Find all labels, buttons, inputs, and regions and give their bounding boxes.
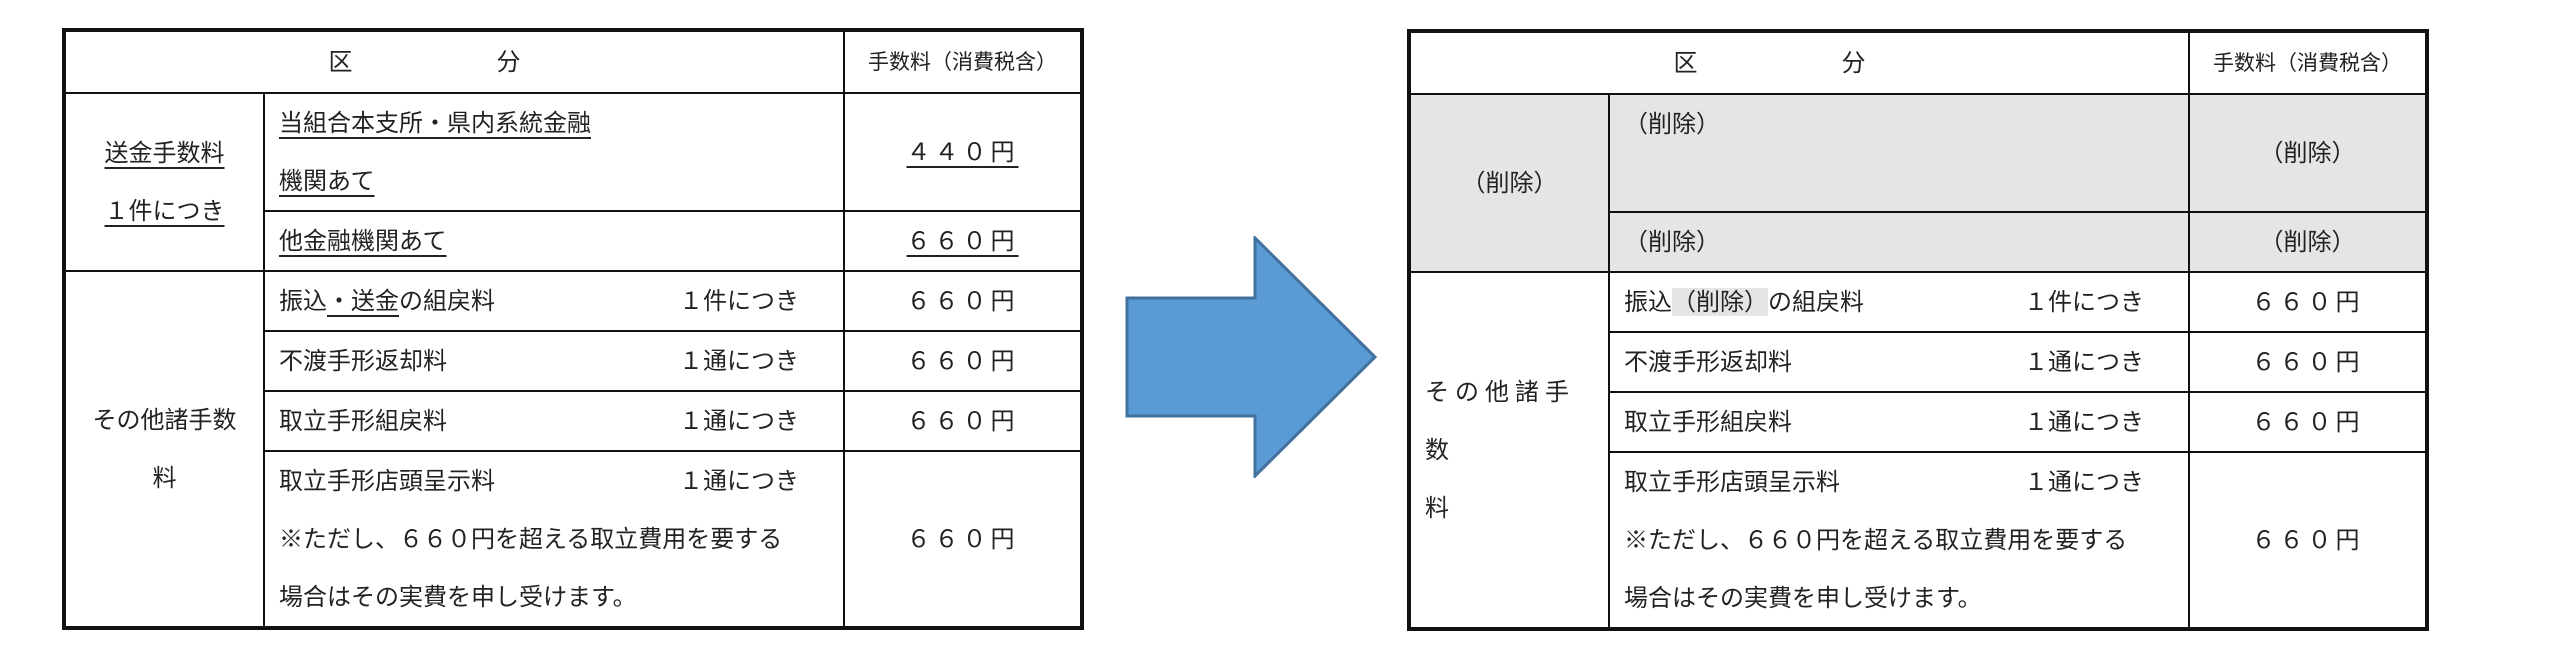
other-row-2: 不渡手形返却料 １通につき ６６０円 bbox=[1409, 331, 2428, 393]
item3-label: 取立手形組戻料 bbox=[1624, 408, 1792, 436]
remit-item1-fee-cell: ４４０円 bbox=[843, 92, 1083, 212]
other-row-1: その他諸手数 料 振込（削除）の組戻料 １件につき ６６０円 bbox=[1408, 271, 2428, 630]
item3-label: 取立手形組戻料 bbox=[279, 407, 447, 435]
item1-highlight: （削除） bbox=[1672, 288, 1768, 316]
deleted-category: （削除） bbox=[1408, 93, 1610, 273]
fee-table-after: 区 分 手数料（消費税含） （削除） （削除） （削除） （削除） （削除） そ… bbox=[1407, 29, 2429, 631]
arrow-shape bbox=[1125, 236, 1377, 478]
item1-highlight: ・送金 bbox=[327, 287, 399, 315]
remit-item1-line1: 当組合本支所・県内系統金融 bbox=[279, 109, 591, 137]
item4-note-line2: 場合はその実費を申し受けます。 bbox=[279, 583, 637, 611]
item3-fee: ６６０円 bbox=[2188, 391, 2428, 453]
item1-label: 振込・送金の組戻料 bbox=[279, 272, 495, 330]
fee-table-before: 区 分 手数料（消費税含） 送金手数料 １件につき 当組合本支所・県内系統金融 … bbox=[62, 28, 1084, 630]
item4-cell: 取立手形店頭呈示料 １通につき ※ただし、６６０円を超える取立費用を要する 場合… bbox=[263, 450, 845, 629]
remit-item2-cell: 他金融機関あて bbox=[263, 210, 845, 272]
item2-unit: １通につき bbox=[2024, 348, 2144, 376]
item1-prefix: 振込 bbox=[1624, 288, 1672, 316]
item1-prefix: 振込 bbox=[279, 287, 327, 315]
remit-item1-cell: 当組合本支所・県内系統金融 機関あて bbox=[263, 92, 845, 212]
item4-unit: １通につき bbox=[2024, 468, 2144, 496]
header-kubun: 区 分 bbox=[63, 29, 845, 94]
item4-fee: ６６０円 bbox=[2188, 451, 2428, 630]
deleted-item1: （削除） bbox=[1608, 93, 2190, 213]
other-category-line2: 料 bbox=[1425, 494, 1455, 522]
other-category-cell: その他諸手数 料 bbox=[63, 270, 265, 629]
deleted-item2: （削除） bbox=[1608, 211, 2190, 273]
item4-note-line1: ※ただし、６６０円を超える取立費用を要する bbox=[279, 525, 783, 553]
right-arrow-icon bbox=[1125, 236, 1377, 478]
other-category-line1: その他諸手数 bbox=[92, 406, 237, 434]
remit-item2-fee-cell: ６６０円 bbox=[843, 210, 1083, 272]
item4-note-line2: 場合はその実費を申し受けます。 bbox=[1624, 584, 1982, 612]
item3-fee: ６６０円 bbox=[843, 390, 1083, 452]
item1-label: 振込（削除）の組戻料 bbox=[1624, 273, 1864, 331]
item3-cell: 取立手形組戻料 １通につき bbox=[1608, 391, 2190, 453]
item1-fee: ６６０円 bbox=[2188, 271, 2428, 333]
deleted-row-2: （削除） （削除） bbox=[1409, 211, 2428, 273]
header-kubun: 区 分 bbox=[1408, 30, 2190, 95]
other-row-2: 不渡手形返却料 １通につき ６６０円 bbox=[64, 330, 1083, 392]
item3-unit: １通につき bbox=[2024, 408, 2144, 436]
item1-cell: 振込（削除）の組戻料 １件につき bbox=[1608, 271, 2190, 333]
remit-category-line1: 送金手数料 bbox=[104, 139, 225, 167]
item4-unit: １通につき bbox=[679, 467, 799, 495]
remit-item2-fee: ６６０円 bbox=[906, 227, 1019, 255]
deleted-item2-fee: （削除） bbox=[2188, 211, 2428, 273]
item1-suffix: の組戻料 bbox=[1768, 288, 1864, 316]
header-row: 区 分 手数料（消費税含） bbox=[1408, 30, 2428, 95]
item4-label: 取立手形店頭呈示料 bbox=[279, 467, 495, 495]
item3-unit: １通につき bbox=[679, 407, 799, 435]
header-fee: 手数料（消費税含） bbox=[2188, 30, 2428, 95]
item2-fee: ６６０円 bbox=[2188, 331, 2428, 393]
item2-fee: ６６０円 bbox=[843, 330, 1083, 392]
other-row-4: 取立手形店頭呈示料 １通につき ※ただし、６６０円を超える取立費用を要する 場合… bbox=[64, 450, 1083, 629]
item1-fee: ６６０円 bbox=[843, 270, 1083, 332]
item1-suffix: の組戻料 bbox=[399, 287, 495, 315]
other-row-4: 取立手形店頭呈示料 １通につき ※ただし、６６０円を超える取立費用を要する 場合… bbox=[1409, 451, 2428, 630]
remit-category-line2: １件につき bbox=[104, 197, 225, 225]
item2-cell: 不渡手形返却料 １通につき bbox=[1608, 331, 2190, 393]
other-category-cell: その他諸手数 料 bbox=[1408, 271, 1610, 630]
item2-label: 不渡手形返却料 bbox=[1624, 348, 1792, 376]
deleted-row-1: （削除） （削除） （削除） bbox=[1408, 93, 2428, 273]
other-category-line2: 料 bbox=[152, 464, 177, 492]
other-row-1: その他諸手数 料 振込・送金の組戻料 １件につき ６６０円 bbox=[63, 270, 1083, 629]
item3-cell: 取立手形組戻料 １通につき bbox=[263, 390, 845, 452]
header-row: 区 分 手数料（消費税含） bbox=[63, 29, 1083, 94]
remit-row-2: 他金融機関あて ６６０円 bbox=[64, 210, 1083, 272]
item4-cell: 取立手形店頭呈示料 １通につき ※ただし、６６０円を超える取立費用を要する 場合… bbox=[1608, 451, 2190, 630]
other-category-line1: その他諸手数 bbox=[1425, 378, 1575, 464]
item4-label: 取立手形店頭呈示料 bbox=[1624, 468, 1840, 496]
header-fee: 手数料（消費税含） bbox=[843, 29, 1083, 94]
item4-fee: ６６０円 bbox=[843, 450, 1083, 629]
item1-unit: １件につき bbox=[2024, 288, 2144, 316]
deleted-item1-fee: （削除） bbox=[2188, 93, 2428, 213]
item1-unit: １件につき bbox=[679, 287, 799, 315]
remit-category-cell: 送金手数料 １件につき bbox=[63, 92, 265, 272]
item2-label: 不渡手形返却料 bbox=[279, 347, 447, 375]
remit-item1-line2: 機関あて bbox=[279, 167, 375, 195]
item2-cell: 不渡手形返却料 １通につき bbox=[263, 330, 845, 392]
remit-row-1: 送金手数料 １件につき 当組合本支所・県内系統金融 機関あて ４４０円 bbox=[63, 92, 1083, 272]
item4-note-line1: ※ただし、６６０円を超える取立費用を要する bbox=[1624, 526, 2128, 554]
item2-unit: １通につき bbox=[679, 347, 799, 375]
remit-item1-fee: ４４０円 bbox=[906, 138, 1019, 166]
remit-item2: 他金融機関あて bbox=[279, 227, 447, 255]
other-row-3: 取立手形組戻料 １通につき ６６０円 bbox=[1409, 391, 2428, 453]
item1-cell: 振込・送金の組戻料 １件につき bbox=[263, 270, 845, 332]
other-row-3: 取立手形組戻料 １通につき ６６０円 bbox=[64, 390, 1083, 452]
